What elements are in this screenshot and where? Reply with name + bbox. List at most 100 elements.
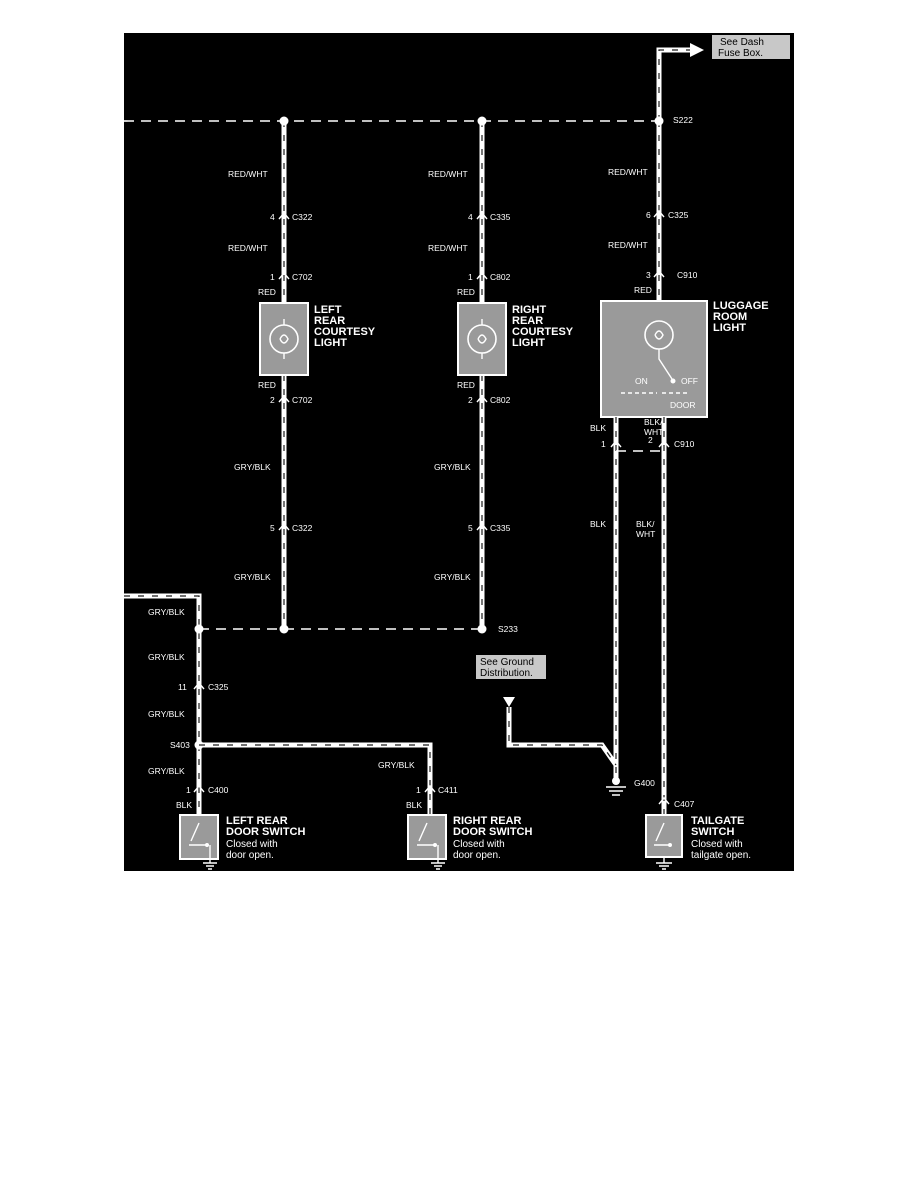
left-branch-wire-2: GRY/BLK	[148, 652, 185, 662]
switch-on-label: ON	[635, 376, 648, 386]
splice-s222-label: S222	[673, 115, 693, 125]
splice-dot-left-top	[279, 116, 289, 126]
right-branch-pin-1: 1	[416, 785, 421, 795]
luggage-pin-3: 3	[646, 270, 651, 280]
splice-dot-s222	[654, 116, 664, 126]
left-light-title-3: COURTESY	[314, 326, 376, 338]
left-branch-wire-3: GRY/BLK	[148, 709, 185, 719]
ground-icon	[656, 857, 672, 870]
see-dash-fuse-box-note: See Dash Fuse Box.	[712, 35, 790, 59]
left-door-switch-title-1: LEFT REAR	[226, 815, 288, 827]
left-pin-5: 5	[270, 523, 275, 533]
connector-icon	[476, 211, 488, 220]
luggage-pin-2: 2	[648, 435, 653, 445]
luggage-wire-red-wht-2: RED/WHT	[608, 240, 648, 250]
left-door-switch-title-2: DOOR SWITCH	[226, 826, 305, 838]
luggage-wire-blk-2: BLK	[590, 519, 606, 529]
wiring-diagram-panel: See Dash Fuse Box. RED/WHT 4 C322 RED/WH…	[124, 33, 794, 871]
right-pin-5: 5	[468, 523, 473, 533]
left-branch-wire-1: GRY/BLK	[148, 607, 185, 617]
connector-icon	[658, 439, 670, 448]
left-rear-courtesy-light-body	[259, 302, 309, 376]
luggage-wire-red: RED	[634, 285, 652, 295]
switch-off-label: OFF	[681, 376, 698, 386]
right-light-title-2: REAR	[512, 315, 543, 327]
diagram-background	[124, 33, 794, 871]
left-branch-wire-4: GRY/BLK	[148, 766, 185, 776]
right-c335-bottom: C335	[490, 523, 511, 533]
left-wire-red-top: RED	[258, 287, 276, 297]
right-wire-red-wht-1: RED/WHT	[428, 169, 468, 179]
arrow-right-icon	[690, 43, 704, 57]
right-wire-red-top: RED	[457, 287, 475, 297]
right-branch-c411: C411	[438, 785, 458, 795]
splice-dot-right-top	[477, 116, 487, 126]
left-c322-top: C322	[292, 212, 313, 222]
arrow-down-icon	[503, 697, 515, 707]
right-pin-4: 4	[468, 212, 473, 222]
connector-icon	[658, 796, 670, 805]
connector-icon	[278, 211, 290, 220]
luggage-title-2: ROOM	[713, 311, 747, 323]
switch-icon	[189, 822, 207, 846]
left-wire-red-wht-1: RED/WHT	[228, 169, 268, 179]
connector-icon	[278, 394, 290, 403]
right-wire-gry-blk-1: GRY/BLK	[434, 462, 471, 472]
connector-icon	[610, 439, 622, 448]
switch-icon	[654, 822, 670, 846]
left-door-switch-desc-2: door open.	[226, 850, 274, 861]
left-light-title-2: REAR	[314, 315, 345, 327]
tailgate-desc-1: Closed with	[691, 839, 743, 850]
wiring-diagram: See Dash Fuse Box. RED/WHT 4 C322 RED/WH…	[124, 33, 794, 871]
luggage-title-1: LUGGAGE	[713, 300, 769, 312]
see-dash-label: See Dash	[720, 37, 764, 48]
right-c335-top: C335	[490, 212, 511, 222]
connector-icon	[476, 522, 488, 531]
ground-icon	[431, 845, 445, 870]
left-branch-pin-11: 11	[178, 682, 187, 692]
right-wire-red-bottom: RED	[457, 380, 475, 390]
right-wire-gry-blk-2: GRY/BLK	[434, 572, 471, 582]
splice-s403-label: S403	[170, 740, 190, 750]
ground-icon	[203, 845, 217, 870]
right-pin-1: 1	[468, 272, 473, 282]
tailgate-switch-body	[645, 814, 683, 858]
tailgate-title-1: TAILGATE	[691, 815, 744, 827]
right-pin-2: 2	[468, 395, 473, 405]
ground-g400-label: G400	[634, 778, 655, 788]
connector-icon	[193, 784, 205, 793]
left-door-switch-desc-1: Closed with	[226, 839, 278, 850]
luggage-c910-top: C910	[677, 270, 698, 280]
luggage-c325: C325	[668, 210, 689, 220]
see-ground-label: See Ground	[480, 657, 534, 668]
connector-icon	[424, 784, 436, 793]
connector-icon	[278, 522, 290, 531]
right-light-title-1: RIGHT	[512, 304, 547, 316]
switch-contact-icon	[670, 378, 676, 384]
tailgate-title-2: SWITCH	[691, 826, 734, 838]
fuse-box-label: Fuse Box.	[718, 48, 763, 59]
switch-door-label: DOOR	[670, 400, 696, 410]
left-wire-gry-blk-2: GRY/BLK	[234, 572, 271, 582]
splice-s233-label: S233	[498, 624, 518, 634]
luggage-wire-blk-wht-2: WHT	[644, 427, 663, 437]
see-ground-distribution-note: See Ground Distribution.	[476, 655, 546, 679]
luggage-c910: C910	[674, 439, 695, 449]
luggage-wire-blk: BLK	[590, 423, 606, 433]
connector-icon	[653, 269, 665, 278]
connector-icon	[278, 271, 290, 280]
left-light-title-4: LIGHT	[314, 337, 347, 349]
left-pin-4: 4	[270, 212, 275, 222]
distribution-label: Distribution.	[480, 668, 533, 679]
left-light-title-1: LEFT	[314, 304, 342, 316]
right-door-switch-desc-2: door open.	[453, 850, 501, 861]
splice-dot-s233	[477, 624, 487, 634]
left-rear-door-switch-body	[179, 814, 219, 860]
luggage-wire-blk-wht2-1: BLK/	[636, 519, 655, 529]
tailgate-c407: C407	[674, 799, 695, 809]
luggage-room-light-body	[600, 300, 708, 418]
right-light-title-3: COURTESY	[512, 326, 574, 338]
right-rear-door-switch-body	[407, 814, 447, 860]
left-branch-c400: C400	[208, 785, 229, 795]
connector-icon	[193, 681, 205, 690]
